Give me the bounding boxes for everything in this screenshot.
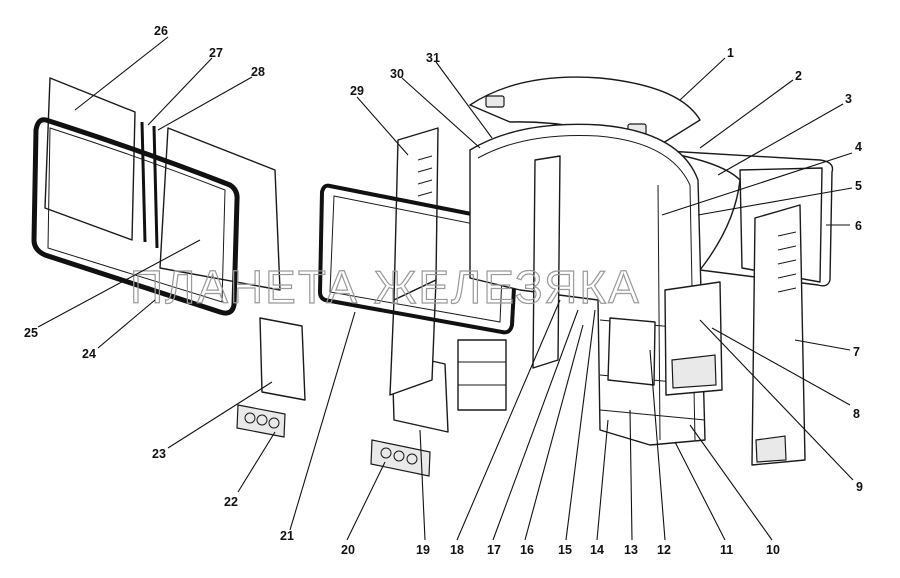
windshield-frame-24 xyxy=(31,117,240,316)
callout-6: 6 xyxy=(855,219,862,233)
callout-1: 1 xyxy=(727,46,734,60)
callouts: 1 2 3 4 5 6 7 8 9 10 11 12 13 14 15 16 1… xyxy=(24,24,863,557)
callout-20: 20 xyxy=(341,543,355,557)
callout-5: 5 xyxy=(855,179,862,193)
callout-25: 25 xyxy=(24,326,38,340)
side-panel-7 xyxy=(751,204,806,466)
callout-7: 7 xyxy=(853,345,860,359)
callout-8: 8 xyxy=(853,407,860,421)
callout-12: 12 xyxy=(657,543,671,557)
callout-23: 23 xyxy=(152,447,166,461)
callout-11: 11 xyxy=(720,543,733,557)
instrument-block-20 xyxy=(370,439,431,477)
panel-23 xyxy=(259,317,306,401)
callout-2: 2 xyxy=(795,69,802,83)
callout-10: 10 xyxy=(766,543,780,557)
callout-4: 4 xyxy=(855,140,862,154)
callout-28: 28 xyxy=(251,65,265,79)
leader-lines xyxy=(37,36,854,541)
seal-strips-27 xyxy=(140,121,159,249)
callout-15: 15 xyxy=(558,543,572,557)
watermark-text: ПЛАНЕТА ЖЕЛЕЗЯКА xyxy=(130,261,641,313)
instrument-block-22 xyxy=(236,404,286,438)
callout-31: 31 xyxy=(426,51,440,65)
callout-13: 13 xyxy=(624,543,638,557)
callout-22: 22 xyxy=(224,495,238,509)
callout-24: 24 xyxy=(82,347,96,361)
callout-26: 26 xyxy=(154,24,168,38)
callout-16: 16 xyxy=(520,543,534,557)
callout-29: 29 xyxy=(350,84,364,98)
rear-window-module-8 xyxy=(664,281,723,396)
callout-9: 9 xyxy=(856,480,863,494)
callout-21: 21 xyxy=(280,529,294,543)
callout-27: 27 xyxy=(209,46,223,60)
callout-14: 14 xyxy=(590,543,604,557)
rear-glass-panel-26 xyxy=(44,77,136,241)
callout-19: 19 xyxy=(416,543,430,557)
rear-frame-lower xyxy=(457,339,507,411)
callout-17: 17 xyxy=(487,543,501,557)
callout-18: 18 xyxy=(450,543,464,557)
callout-30: 30 xyxy=(390,67,404,81)
callout-3: 3 xyxy=(845,92,852,106)
inner-panel-12 xyxy=(607,317,656,386)
